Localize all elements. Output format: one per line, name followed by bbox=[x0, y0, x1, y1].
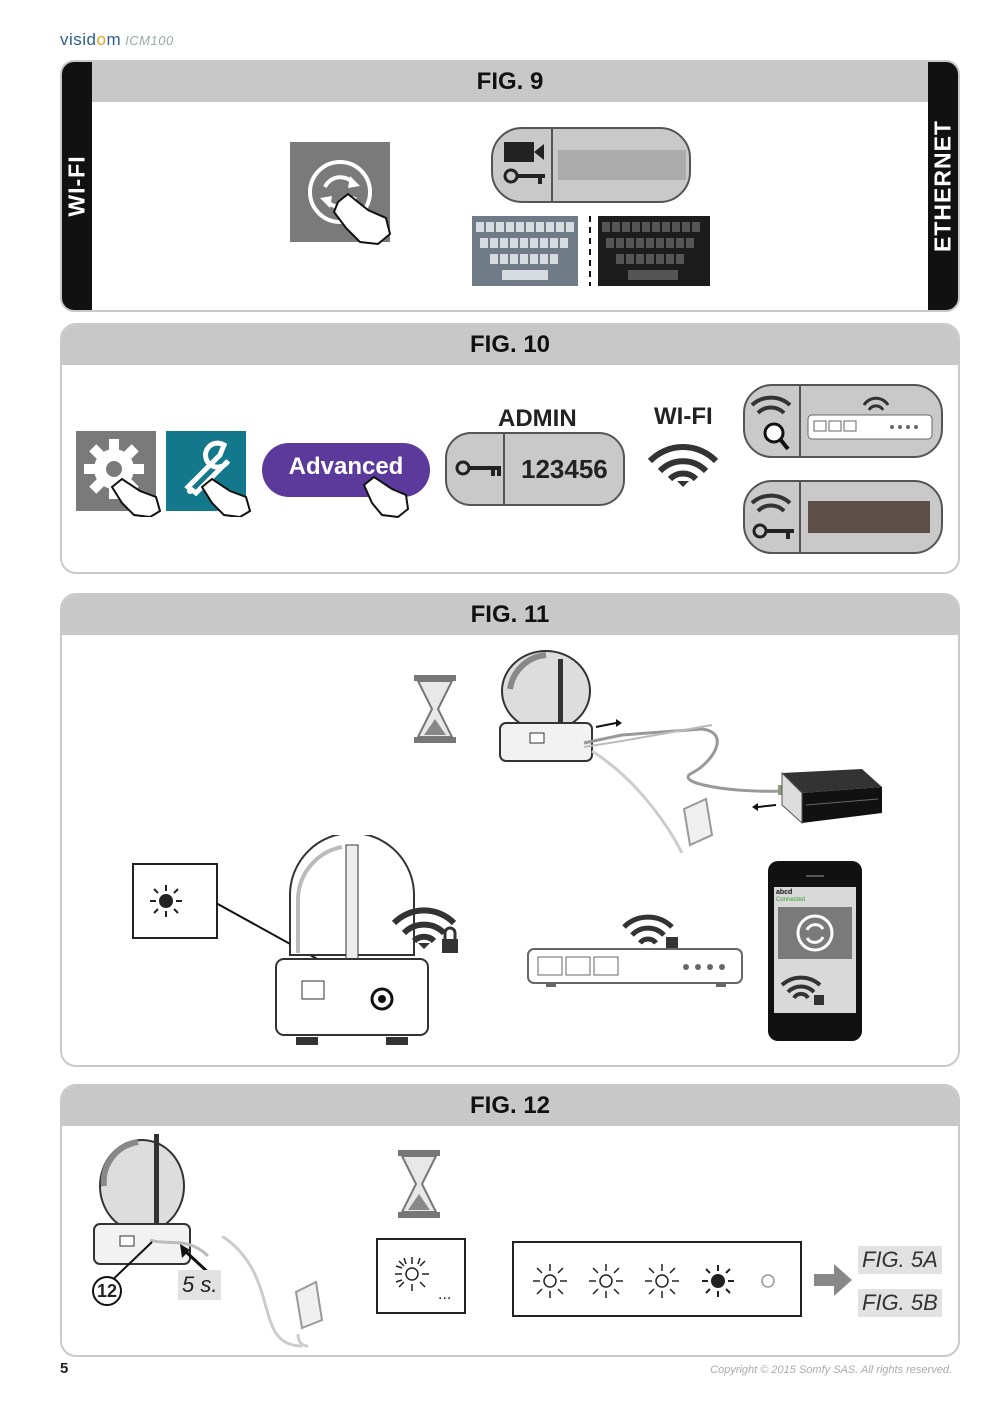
admin-label: ADMIN bbox=[498, 405, 577, 432]
settings-gear-icon bbox=[76, 431, 162, 517]
fig11-panel: FIG. 11 bbox=[60, 593, 960, 1067]
copyright-text: Copyright © 2015 Somfy SAS. All rights r… bbox=[710, 1364, 952, 1376]
fig11-title: FIG. 11 bbox=[62, 595, 958, 635]
refresh-tap-icon bbox=[290, 142, 392, 246]
power-cable-line bbox=[221, 1236, 302, 1348]
fig12-title: FIG. 12 bbox=[62, 1086, 958, 1126]
ethernet-side-label: ETHERNET bbox=[928, 62, 958, 310]
camera-password-field bbox=[491, 127, 691, 203]
fig-5b-reference: FIG. 5B bbox=[858, 1289, 942, 1317]
phone-speaker bbox=[806, 875, 824, 877]
phone-refresh-button[interactable] bbox=[778, 907, 852, 959]
wifi-lock-icon bbox=[392, 907, 458, 953]
fig-5a-reference: FIG. 5A bbox=[858, 1246, 942, 1274]
hourglass-icon-2 bbox=[398, 1150, 440, 1218]
brand-text-prefix: visid bbox=[60, 30, 97, 49]
led-solid bbox=[702, 1265, 734, 1297]
fig12-panel: FIG. 12 12 5 s. bbox=[60, 1084, 960, 1357]
wifi-router-illustration bbox=[527, 914, 743, 987]
camera-back-illustration bbox=[275, 835, 429, 1045]
model-name: ICM100 bbox=[125, 33, 174, 48]
led-flash-3 bbox=[645, 1264, 679, 1298]
wifi-password-field bbox=[743, 480, 943, 554]
advanced-button[interactable]: Advanced bbox=[262, 443, 430, 497]
wifi-icon bbox=[647, 444, 719, 487]
phone-ssid-text: abcd bbox=[776, 889, 793, 896]
led-status-box bbox=[132, 863, 218, 939]
ellipsis-text: ... bbox=[438, 1286, 452, 1303]
hourglass-icon bbox=[414, 675, 456, 743]
pointing-hand-icon bbox=[362, 475, 410, 519]
power-plug-illustration bbox=[682, 797, 714, 847]
key-icon bbox=[455, 460, 501, 476]
ethernet-side-text: ETHERNET bbox=[929, 120, 956, 252]
admin-password-value: 123456 bbox=[521, 454, 608, 484]
power-plug-small-illustration bbox=[294, 1280, 324, 1348]
camera-reset-illustration bbox=[93, 1134, 210, 1265]
led-flash-2 bbox=[589, 1264, 623, 1298]
fig10-title: FIG. 10 bbox=[62, 325, 958, 365]
password-field-divider bbox=[503, 434, 505, 504]
wrench-tool-icon bbox=[166, 431, 252, 517]
wifi-side-label: WI-FI bbox=[62, 62, 92, 310]
led-flashing-icon bbox=[395, 1257, 429, 1291]
wifi-network-search-field bbox=[743, 384, 943, 458]
phone-wifi-lock-icon bbox=[780, 975, 824, 1005]
wifi-label: WI-FI bbox=[654, 403, 713, 430]
phone-status-text: Connected bbox=[776, 897, 806, 903]
smartphone-illustration: abcd Connected bbox=[768, 861, 862, 1041]
brand-text-suffix: m bbox=[106, 30, 122, 49]
led-flash-1 bbox=[533, 1264, 567, 1298]
led-sequence-icons bbox=[533, 1264, 775, 1298]
page-number: 5 bbox=[60, 1360, 69, 1377]
wifi-side-text: WI-FI bbox=[63, 155, 90, 217]
brand-text-o: o bbox=[96, 30, 107, 49]
admin-password-field: 123456 bbox=[445, 432, 625, 506]
fig9-panel: WI-FI ETHERNET FIG. 9 bbox=[60, 60, 960, 312]
advanced-button-label: Advanced bbox=[288, 453, 404, 480]
reset-duration-label: 5 s. bbox=[178, 1270, 222, 1300]
fig10-panel: FIG. 10 Advanced ADMIN bbox=[60, 323, 960, 574]
led-sequence-box bbox=[512, 1241, 802, 1317]
led-flashing-box: ... bbox=[376, 1238, 466, 1314]
led-blinking-icon bbox=[150, 885, 182, 917]
phone-screen: abcd Connected bbox=[774, 887, 856, 1013]
led-off bbox=[761, 1274, 775, 1288]
network-box-illustration bbox=[752, 769, 882, 825]
keyboard-illustrations bbox=[472, 216, 710, 286]
arrow-right-icon bbox=[814, 1264, 852, 1296]
callout-number-badge: 12 bbox=[92, 1276, 122, 1306]
fig9-title: FIG. 9 bbox=[92, 62, 928, 102]
camera-top-illustration bbox=[499, 650, 593, 762]
